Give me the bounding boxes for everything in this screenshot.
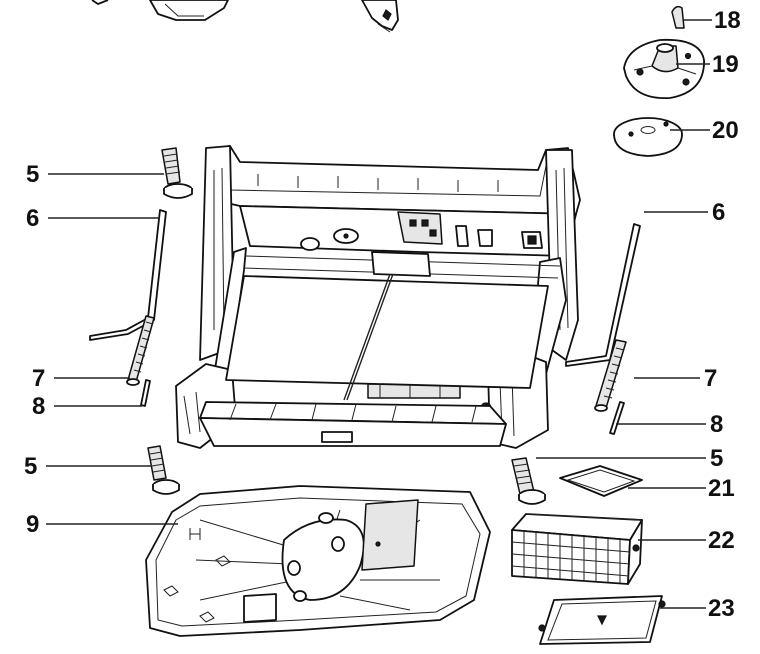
callout-5-top-left: 5 bbox=[26, 161, 39, 188]
part-6-rod-right bbox=[565, 223, 641, 367]
callout-7-left: 7 bbox=[32, 365, 45, 392]
part-5-leveling-foot-bottom-left bbox=[147, 445, 180, 495]
part-23-cover-plate bbox=[538, 595, 666, 645]
part-6-rod-left bbox=[89, 209, 167, 341]
part-21-pad bbox=[559, 465, 643, 497]
top-left-partial-part bbox=[91, 0, 229, 21]
leader-lines bbox=[46, 19, 712, 609]
callout-8-right: 8 bbox=[710, 411, 723, 438]
callout-8-left: 8 bbox=[32, 393, 45, 420]
callout-labels: 18 19 20 5 6 6 7 7 8 8 5 5 9 21 22 23 bbox=[24, 7, 741, 622]
callout-18: 18 bbox=[714, 7, 741, 34]
part-9-bottom-base-pan bbox=[145, 485, 491, 637]
part-19-spray-hub bbox=[623, 38, 705, 99]
callout-23: 23 bbox=[708, 595, 735, 622]
callout-19: 19 bbox=[712, 51, 739, 78]
callout-6-left: 6 bbox=[26, 205, 39, 232]
part-22-filter-cartridge bbox=[511, 513, 643, 585]
callout-5-bottom-left: 5 bbox=[24, 453, 37, 480]
part-20-disc bbox=[613, 117, 683, 157]
part-main-base-frame bbox=[175, 145, 581, 449]
part-5-leveling-foot-top-left bbox=[161, 147, 193, 199]
top-center-partial-part bbox=[361, 0, 399, 33]
callout-20: 20 bbox=[712, 117, 739, 144]
part-18-clip bbox=[671, 5, 685, 29]
callout-5-right: 5 bbox=[710, 445, 723, 472]
part-5-leveling-foot-right bbox=[511, 457, 546, 505]
callout-6-right: 6 bbox=[712, 199, 725, 226]
callout-22: 22 bbox=[708, 527, 735, 554]
part-8-pin-right bbox=[609, 401, 625, 435]
callout-21: 21 bbox=[708, 475, 735, 502]
part-8-pin-left bbox=[140, 379, 151, 407]
callout-9: 9 bbox=[26, 511, 39, 538]
part-7-spring-left bbox=[126, 315, 155, 386]
part-7-spring-right bbox=[594, 339, 627, 412]
callout-7-right: 7 bbox=[704, 365, 717, 392]
